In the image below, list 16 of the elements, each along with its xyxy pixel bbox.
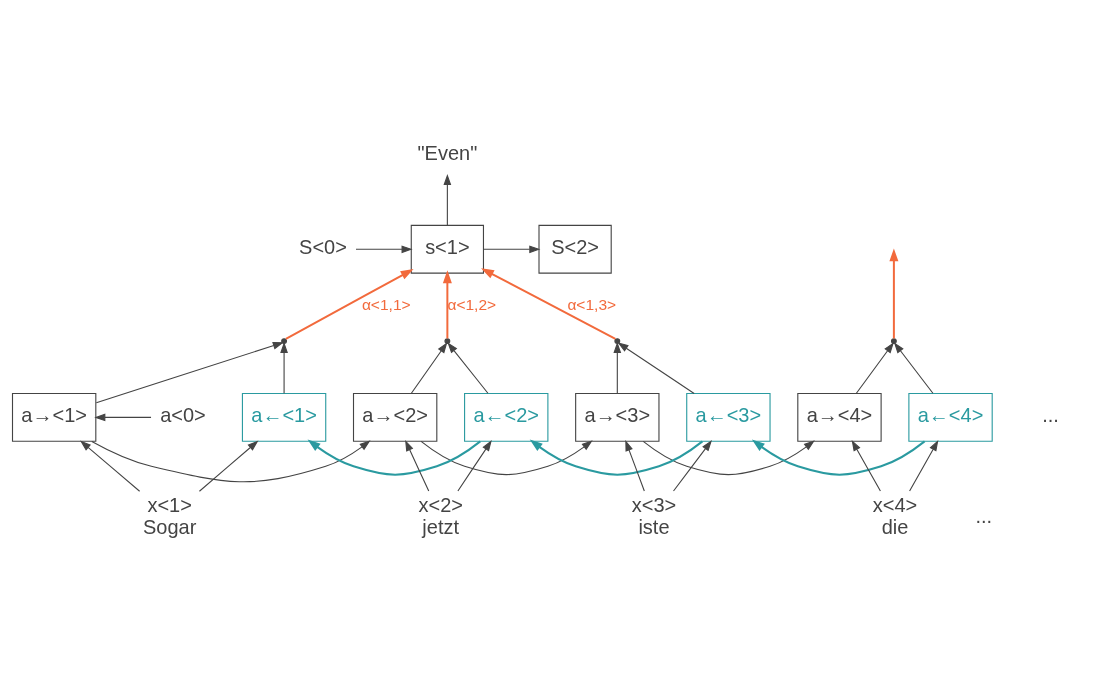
node-label: Sogar — [143, 515, 197, 538]
node-text: x<4> — [872, 493, 918, 516]
node-text: S<0> — [299, 235, 347, 258]
node-text: x<1> — [147, 493, 192, 516]
edge-label: α<1,1> — [361, 295, 411, 313]
node-text: "Even" — [417, 141, 478, 164]
edge-label: α<1,3> — [567, 295, 617, 313]
node-text: a<0> — [160, 403, 206, 426]
label: ... — [975, 504, 993, 527]
node-label: die — [881, 515, 909, 538]
node-text: x<2> — [418, 493, 463, 516]
label: ... — [1042, 403, 1059, 426]
node-label: iste — [638, 515, 670, 538]
edge-label: α<1,2> — [447, 295, 497, 313]
node-text: x<3> — [631, 493, 677, 516]
node-label: jetzt — [422, 515, 460, 538]
